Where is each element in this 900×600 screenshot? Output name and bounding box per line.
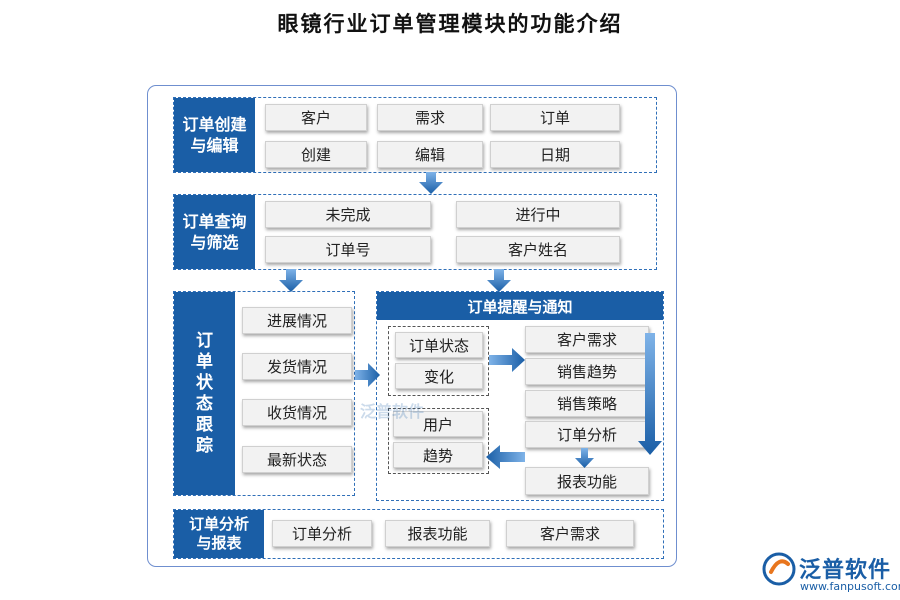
- page-title: 眼镜行业订单管理模块的功能介绍: [277, 12, 623, 36]
- outer-frame: [147, 85, 677, 567]
- watermark: 泛普软件: [360, 402, 425, 421]
- item-shipping: 发货情况: [242, 353, 352, 380]
- header-line: 与筛选: [190, 233, 239, 252]
- item-latest-status: 最新状态: [242, 446, 352, 473]
- item-edit: 编辑: [377, 141, 483, 168]
- section-order-create: [173, 97, 657, 173]
- section-analysis-report: [173, 509, 664, 559]
- header-line: 订单分析: [188, 515, 249, 533]
- item-analysis: 订单分析: [272, 520, 372, 547]
- item-in-progress: 进行中: [456, 201, 620, 228]
- section-order-create-header: 订单创建 与编辑: [174, 98, 255, 172]
- item-order: 订单: [490, 104, 620, 131]
- item-order-number: 订单号: [265, 236, 431, 263]
- header-char: 订: [196, 330, 213, 351]
- section-analysis-report-header: 订单分析 与报表: [174, 510, 264, 558]
- item-order-status: 订单状态: [395, 332, 483, 358]
- section-reminder: [376, 291, 664, 501]
- logo-icon: [762, 552, 796, 586]
- item-customer: 客户: [265, 104, 367, 131]
- header-char: 跟: [196, 414, 213, 435]
- header-line: 与编辑: [190, 136, 239, 155]
- item-demand: 需求: [377, 104, 483, 131]
- item-trend: 趋势: [393, 442, 483, 468]
- header-char: 状: [196, 372, 213, 393]
- item-progress: 进展情况: [242, 307, 352, 334]
- group-order-status: [388, 326, 489, 396]
- header-char: 单: [196, 351, 213, 372]
- item-receiving: 收货情况: [242, 399, 352, 426]
- item-change: 变化: [395, 363, 483, 389]
- item-customer-demand: 客户需求: [525, 326, 649, 353]
- header-char: 踪: [196, 435, 213, 456]
- header-line: 订单创建: [182, 115, 247, 134]
- item-demand-2: 客户需求: [506, 520, 634, 547]
- item-sales-trend: 销售趋势: [525, 358, 649, 385]
- item-user: 用户: [393, 411, 483, 437]
- section-status-tracking-header: 订 单 状 态 跟 踪: [174, 292, 235, 495]
- item-sales-strategy: 销售策略: [525, 390, 649, 417]
- item-report: 报表功能: [385, 520, 490, 547]
- section-status-tracking: [173, 291, 355, 496]
- item-customer-name: 客户姓名: [456, 236, 620, 263]
- brand-logo: 泛普软件 www.fanpusoft.com: [762, 550, 900, 596]
- header-line: 订单查询: [182, 212, 247, 231]
- item-unfinished: 未完成: [265, 201, 431, 228]
- logo-url: www.fanpusoft.com: [800, 580, 900, 593]
- item-date: 日期: [490, 141, 620, 168]
- header-line: 与报表: [196, 534, 242, 552]
- item-order-analysis: 订单分析: [525, 421, 649, 448]
- group-user-trend: [388, 408, 489, 474]
- logo-name: 泛普软件: [799, 558, 892, 583]
- section-order-query-header: 订单查询 与筛选: [174, 195, 255, 269]
- item-report-function: 报表功能: [525, 467, 649, 495]
- header-char: 态: [196, 393, 213, 414]
- section-order-query: [173, 194, 657, 270]
- section-reminder-header: 订单提醒与通知: [377, 292, 663, 320]
- item-create: 创建: [265, 141, 367, 168]
